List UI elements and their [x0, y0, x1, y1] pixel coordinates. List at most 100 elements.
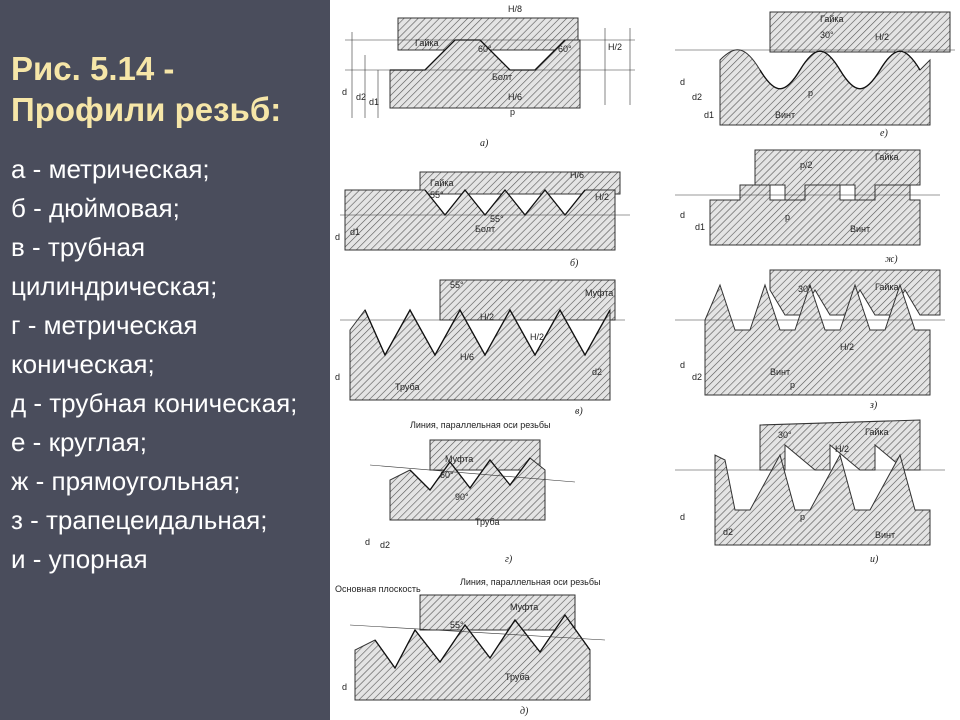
profile-z-trapez: Гайка 30° Винт p H/2 d d2 з): [675, 269, 945, 411]
label-d2-i: d2: [723, 527, 733, 537]
label-d1-zh: d1: [695, 222, 705, 232]
list-item: ж - прямоугольная;: [11, 466, 241, 496]
label-p-zh: p: [785, 212, 790, 222]
label-h2-z: H/2: [840, 342, 854, 352]
label-truba-d: Труба: [505, 672, 529, 682]
caption-z: з): [869, 400, 878, 411]
profile-a-metric: Гайка Болт 60° 60° d d2 d1 H/2 H/8 H/6 p…: [342, 4, 635, 149]
label-angle-v: 55°: [450, 280, 464, 290]
label-angle-g: 60°: [440, 470, 454, 480]
label-h6-b: H/6: [570, 170, 584, 180]
label-p-e: p: [808, 88, 813, 98]
label-d-d: d: [342, 682, 347, 692]
label-vint-e: Винт: [775, 110, 795, 120]
thread-profiles-drawing: Гайка Болт 60° 60° d d2 d1 H/2 H/8 H/6 p…: [335, 4, 955, 717]
list-item: и - упорная: [11, 544, 148, 574]
label-angle-b1: 55°: [430, 190, 444, 200]
label-d1-e: d1: [704, 110, 714, 120]
label-gayka-zh: Гайка: [875, 152, 899, 162]
profile-g-metric-conic: Линия, параллельная оси резьбы Муфта 60°…: [365, 420, 576, 565]
label-p-z: p: [790, 380, 795, 390]
label-gayka-b: Гайка: [430, 178, 454, 188]
label-d-v: d: [335, 372, 340, 382]
list-item: б - дюймовая;: [11, 193, 180, 223]
left-panel: Рис. 5.14 - Профили резьб: а - метрическ…: [0, 0, 330, 720]
label-d-b: d: [335, 232, 340, 242]
label-h2-b: H/2: [595, 192, 609, 202]
label-d2-z: d2: [692, 372, 702, 382]
label-d2-e: d2: [692, 92, 702, 102]
slide-title: Рис. 5.14 - Профили резьб:: [11, 48, 331, 130]
label-d2-v: d2: [592, 367, 602, 377]
profile-e-round: Гайка 30° Винт p H/2 d d2 d1 е): [675, 11, 955, 139]
label-d-e: d: [680, 77, 685, 87]
profile-d-pipe-conic: Линия, параллельная оси резьбы Основная …: [335, 577, 606, 717]
profile-b-inch: Гайка 55° 55° Болт H/2 H/6 d d1 б): [335, 170, 630, 269]
label-angle-a2: 60°: [558, 44, 572, 54]
label-d1-a: d1: [369, 97, 379, 107]
caption-e: е): [880, 128, 888, 139]
label-d-z: d: [680, 360, 685, 370]
list-item: г - метрическая коническая;: [11, 310, 198, 379]
label-p-a: p: [510, 107, 515, 117]
list-item: в - трубная цилиндрическая;: [11, 232, 218, 301]
label-truba-v: Труба: [395, 382, 419, 392]
thread-types-list: а - метрическая; б - дюймовая; в - трубн…: [11, 150, 329, 579]
caption-i: и): [870, 554, 879, 565]
label-mufta-v: Муфта: [585, 288, 613, 298]
label-h2-v1: H/2: [480, 312, 494, 322]
list-item: а - метрическая;: [11, 154, 210, 184]
label-angle-a1: 60°: [478, 44, 492, 54]
label-gayka-a: Гайка: [415, 38, 439, 48]
caption-d: д): [520, 706, 529, 717]
label-mufta-g: Муфта: [445, 454, 473, 464]
label-bolt-b: Болт: [475, 224, 495, 234]
profile-i-buttress: Гайка 30° H/2 Винт p d d2 и): [675, 419, 945, 565]
label-truba-g: Труба: [475, 517, 499, 527]
label-gayka-e: Гайка: [820, 14, 844, 24]
list-item: д - трубная коническая;: [11, 388, 298, 418]
label-h2-e: H/2: [875, 32, 889, 42]
label-d1-b: d1: [350, 227, 360, 237]
caption-zh: ж): [885, 254, 898, 265]
label-angle-d: 55°: [450, 620, 464, 630]
label-h2-i: H/2: [835, 444, 849, 454]
caption-g: г): [505, 554, 513, 565]
label-gayka-z: Гайка: [875, 282, 899, 292]
label-vint-i: Винт: [875, 530, 895, 540]
profile-zh-rect: Гайка p/2 Винт p d d1 ж): [675, 149, 940, 265]
label-h8-a: H/8: [508, 4, 522, 14]
label-gayka-i: Гайка: [865, 427, 889, 437]
label-d2-g: d2: [380, 540, 390, 550]
list-item: е - круглая;: [11, 427, 147, 457]
label-d-zh: d: [680, 210, 685, 220]
label-h6-v: H/6: [460, 352, 474, 362]
thread-profiles-figure: Гайка Болт 60° 60° d d2 d1 H/2 H/8 H/6 p…: [330, 0, 960, 720]
label-d-a: d: [342, 87, 347, 97]
title-text: Рис. 5.14 - Профили резьб:: [11, 50, 282, 128]
label-angle-g2: 90°: [455, 492, 469, 502]
caption-b: б): [570, 258, 579, 269]
label-mufta-d: Муфта: [510, 602, 538, 612]
label-h2-a: H/2: [608, 42, 622, 52]
label-parallel-g: Линия, параллельная оси резьбы: [410, 420, 550, 430]
label-h6-a: H/6: [508, 92, 522, 102]
label-d-g: d: [365, 537, 370, 547]
label-d-i: d: [680, 512, 685, 522]
label-d2-a: d2: [356, 92, 366, 102]
label-p-i: p: [800, 512, 805, 522]
label-angle-i: 30°: [778, 430, 792, 440]
label-angle-z: 30°: [798, 284, 812, 294]
label-vint-zh: Винт: [850, 224, 870, 234]
label-bolt-a: Болт: [492, 72, 512, 82]
label-vint-z: Винт: [770, 367, 790, 377]
label-osn-d: Основная плоскость: [335, 584, 421, 594]
label-angle-e: 30°: [820, 30, 834, 40]
label-p2-zh: p/2: [800, 160, 813, 170]
label-parallel-d: Линия, параллельная оси резьбы: [460, 577, 600, 587]
caption-v: в): [575, 406, 583, 417]
label-angle-b2: 55°: [490, 214, 504, 224]
profile-v-pipe-cyl: Муфта 55° H/2 H/2 H/6 Труба d d2 в): [335, 279, 625, 417]
caption-a: а): [480, 138, 489, 149]
list-item: з - трапецеидальная;: [11, 505, 268, 535]
